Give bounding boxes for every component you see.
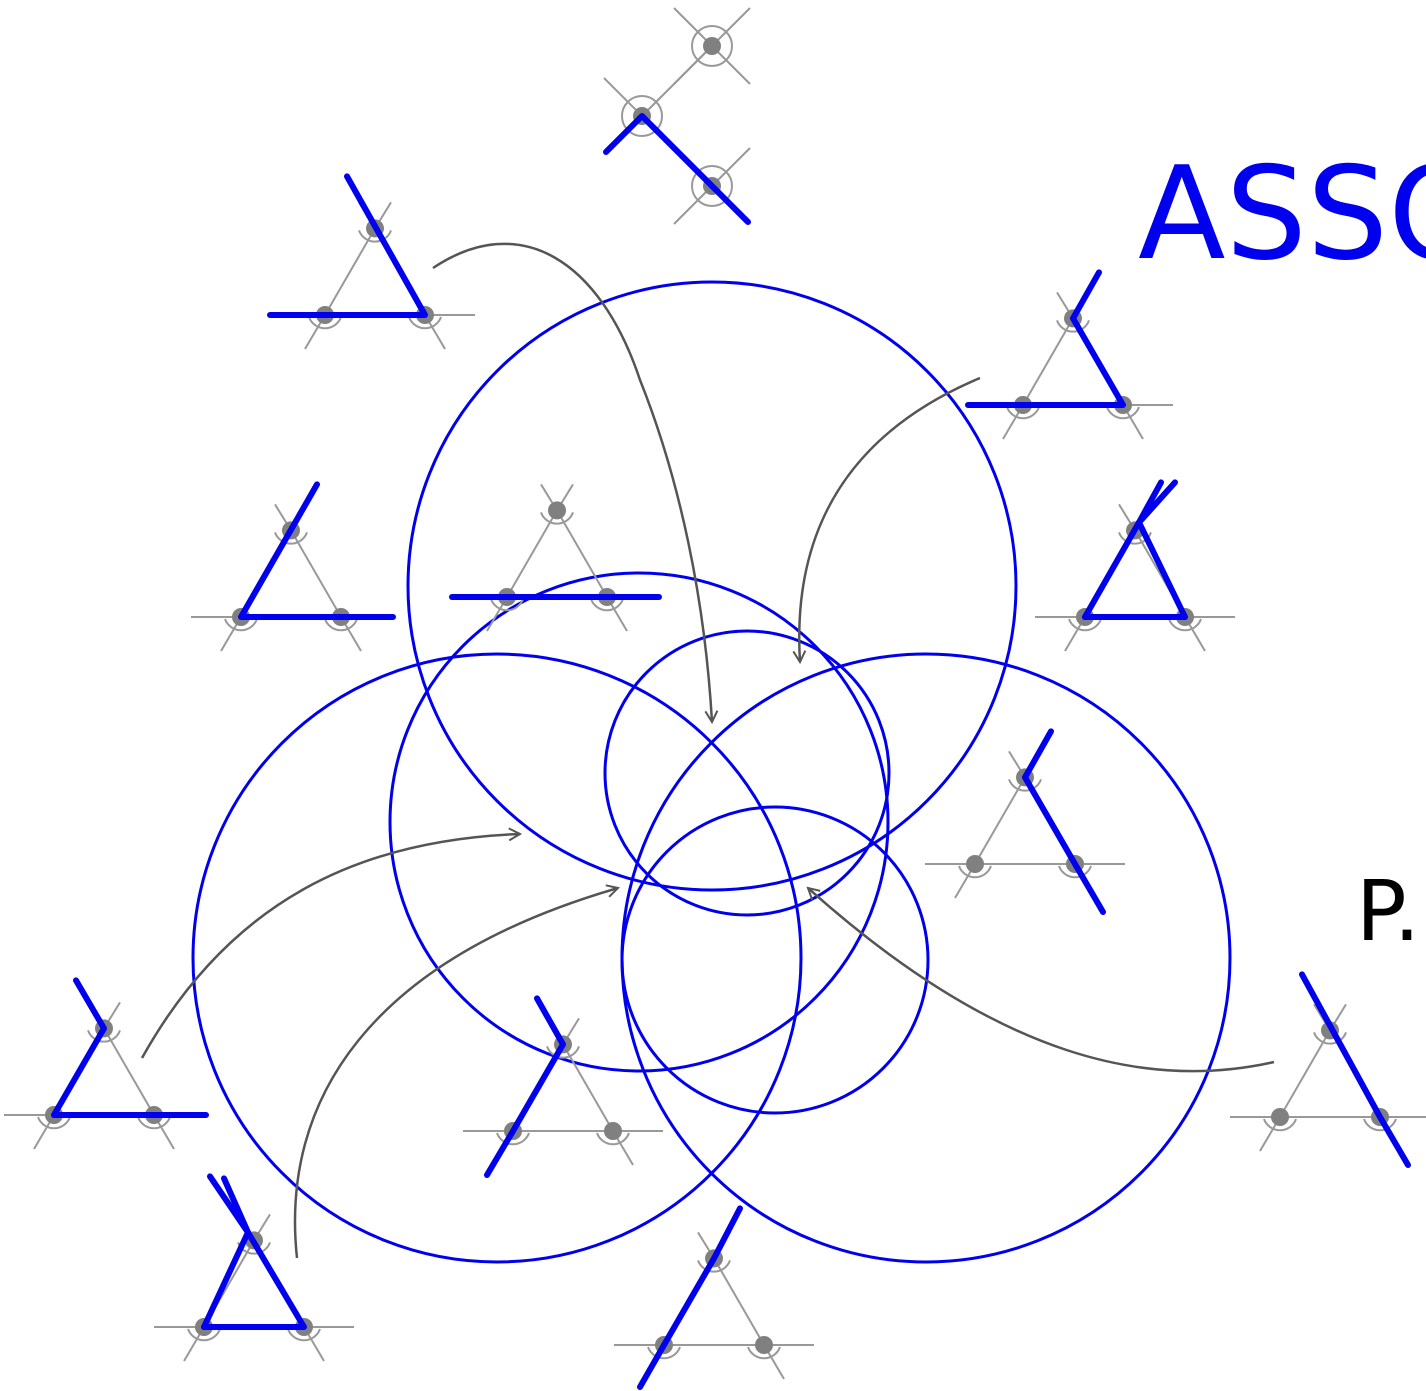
arrow-left — [140, 834, 520, 1059]
scaffold-edge — [974, 776, 1026, 865]
highlight-path — [1299, 971, 1411, 1168]
scaffold-edge — [103, 1027, 155, 1116]
vertex-arc — [958, 865, 992, 879]
vertex-arc — [1058, 865, 1092, 879]
vertex-arc — [308, 316, 342, 330]
arrow-layer — [140, 242, 1275, 1259]
vertex-arc — [324, 618, 358, 632]
vertex-arc — [1263, 1118, 1297, 1132]
vertex-arc — [747, 1346, 781, 1360]
scaffold-edge — [556, 509, 608, 598]
vertex-arc — [287, 1328, 321, 1342]
vertex-arc — [1056, 320, 1090, 333]
vertex-arc — [187, 1328, 221, 1342]
vertex-arc — [691, 165, 733, 207]
highlight-path — [603, 113, 751, 225]
arrow-bottom-left — [293, 888, 618, 1259]
tri-top-left — [267, 173, 475, 350]
vertex-arc — [1068, 618, 1102, 632]
tri-mid-right — [1035, 479, 1235, 652]
vertex-arc — [1008, 779, 1042, 792]
tri-bottom-left — [154, 1173, 354, 1362]
scaffold-edge — [562, 1043, 614, 1132]
vertex-arc — [1363, 1118, 1397, 1132]
vertex-arc — [596, 1132, 630, 1146]
small-circle-left — [388, 571, 890, 1073]
highlight-path — [965, 269, 1126, 408]
tri-bottom-center — [463, 995, 663, 1178]
vertex-arc — [621, 95, 663, 137]
vertex-arc — [590, 598, 624, 612]
highlight-path — [51, 977, 209, 1118]
vertex-arc — [87, 1030, 121, 1043]
scaffold-edge — [713, 1257, 765, 1346]
vertex-node — [548, 501, 566, 520]
scaffold-edge — [1279, 1029, 1331, 1118]
vertex-arc — [224, 618, 258, 632]
vertex-arc — [37, 1116, 71, 1130]
vertex-node — [1271, 1108, 1289, 1126]
vertex-arc — [1106, 406, 1140, 420]
tri-top-right — [965, 269, 1173, 440]
highlight-path — [1082, 479, 1188, 620]
vertex-arc — [1006, 406, 1040, 420]
highlight-path — [221, 1175, 251, 1236]
small-circle-right — [620, 805, 930, 1115]
vertex-arc — [496, 1132, 530, 1146]
vertex-arc — [546, 1046, 580, 1059]
small-circle-upper — [603, 629, 891, 917]
big-circle-top — [406, 280, 1018, 892]
highlight-path — [1022, 728, 1106, 915]
vertex-node — [755, 1336, 773, 1354]
tri-top-chevron — [603, 7, 751, 225]
arrow-right — [808, 888, 1275, 1073]
highlight-path — [484, 995, 566, 1178]
vertex-arc — [697, 1260, 731, 1273]
tri-far-right — [1230, 971, 1426, 1168]
vertex-arc — [408, 316, 442, 330]
vertex-arc — [358, 230, 392, 243]
vertex-node — [604, 1122, 622, 1140]
scaffold-edge — [324, 227, 376, 316]
vertex-node — [703, 37, 721, 55]
highlight-path — [1082, 519, 1142, 620]
tri-far-left — [4, 977, 209, 1150]
tri-center-right — [925, 728, 1125, 915]
vertex-arc — [137, 1116, 171, 1130]
title-text: ASSO — [1138, 140, 1426, 289]
vertex-arc — [647, 1346, 681, 1360]
vertex-node — [966, 855, 984, 873]
arrow-top-left — [432, 242, 712, 722]
highlight-path — [201, 1173, 307, 1330]
triangle-layer — [4, 7, 1426, 1390]
arrow-top-right — [799, 376, 981, 662]
tri-bottom — [614, 1205, 814, 1390]
circle-layer — [191, 280, 1232, 1264]
highlight-path — [238, 481, 396, 620]
big-circle-left — [191, 652, 803, 1264]
vertex-arc — [1168, 618, 1202, 632]
vertex-arc — [490, 598, 524, 612]
scaffold-edge — [1022, 317, 1074, 406]
vertex-arc — [691, 25, 733, 67]
vertex-arc — [1313, 1032, 1347, 1045]
tri-top-center — [449, 483, 662, 632]
vertex-arc — [274, 532, 308, 545]
tri-mid-left — [191, 481, 396, 652]
highlight-path — [1136, 479, 1178, 526]
highlight-path — [201, 1229, 251, 1330]
scaffold-edge — [506, 509, 558, 598]
author-initial-text: P. — [1356, 862, 1420, 960]
scaffold-edge — [290, 529, 342, 618]
highlight-path — [267, 173, 428, 318]
highlight-path — [637, 1205, 743, 1390]
vertex-arc — [540, 512, 574, 525]
